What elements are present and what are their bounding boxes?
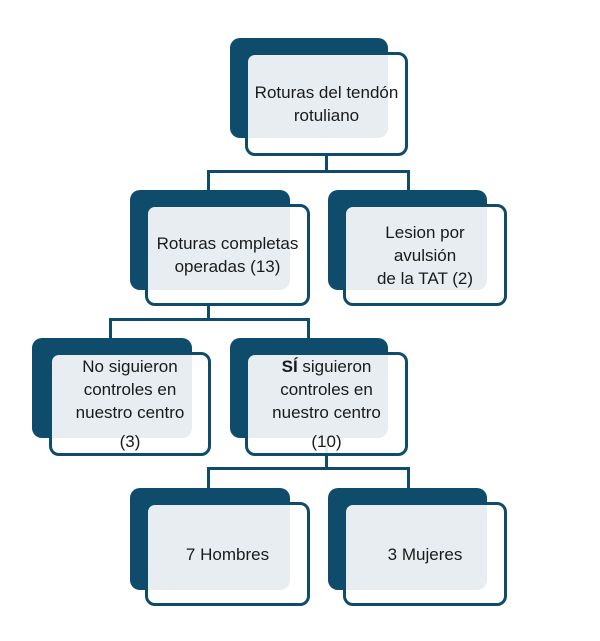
- connector: [207, 305, 210, 320]
- node-text: rotuliano: [293, 106, 360, 125]
- connector: [207, 467, 210, 490]
- node-text: nuestro centro: [272, 403, 381, 422]
- node-no-followup: No siguieron controles en nuestro centro (3…: [49, 352, 211, 456]
- node-count: (3): [119, 432, 141, 451]
- node-text: operadas (13): [174, 257, 281, 276]
- node-text-bold: SÍ: [281, 357, 298, 376]
- connector: [325, 155, 328, 173]
- node-women: 3 Mujeres: [343, 502, 507, 606]
- connector: [109, 318, 310, 321]
- node-text: Roturas del tendón: [254, 83, 399, 102]
- node-yes-followup: SÍ siguieron controles en nuestro centro (1…: [245, 352, 408, 456]
- node-text: Roturas completas: [156, 234, 299, 253]
- node-complete-ruptures: Roturas completas operadas (13): [145, 204, 310, 306]
- node-text: 3 Mujeres: [387, 544, 463, 564]
- node-men: 7 Hombres: [145, 502, 310, 606]
- connector: [407, 467, 410, 490]
- connector: [207, 170, 410, 173]
- connector: [207, 467, 410, 470]
- connector: [207, 170, 210, 192]
- node-avulsion: Lesion por avulsión de la TAT (2): [343, 204, 507, 306]
- connector: [407, 170, 410, 192]
- node-text: siguieron: [297, 357, 372, 376]
- node-text: de la TAT (2): [376, 268, 474, 288]
- connector: [307, 318, 310, 340]
- node-count: (10): [311, 432, 342, 451]
- node-text: nuestro centro: [75, 403, 185, 422]
- connector: [109, 318, 112, 340]
- node-text: controles en: [280, 380, 373, 399]
- node-text: 7 Hombres: [185, 544, 270, 564]
- node-text: controles en: [83, 380, 177, 399]
- node-text: Lesion por avulsión: [385, 222, 465, 265]
- node-text: No siguieron: [82, 357, 178, 376]
- node-root: Roturas del tendón rotuliano: [245, 52, 408, 156]
